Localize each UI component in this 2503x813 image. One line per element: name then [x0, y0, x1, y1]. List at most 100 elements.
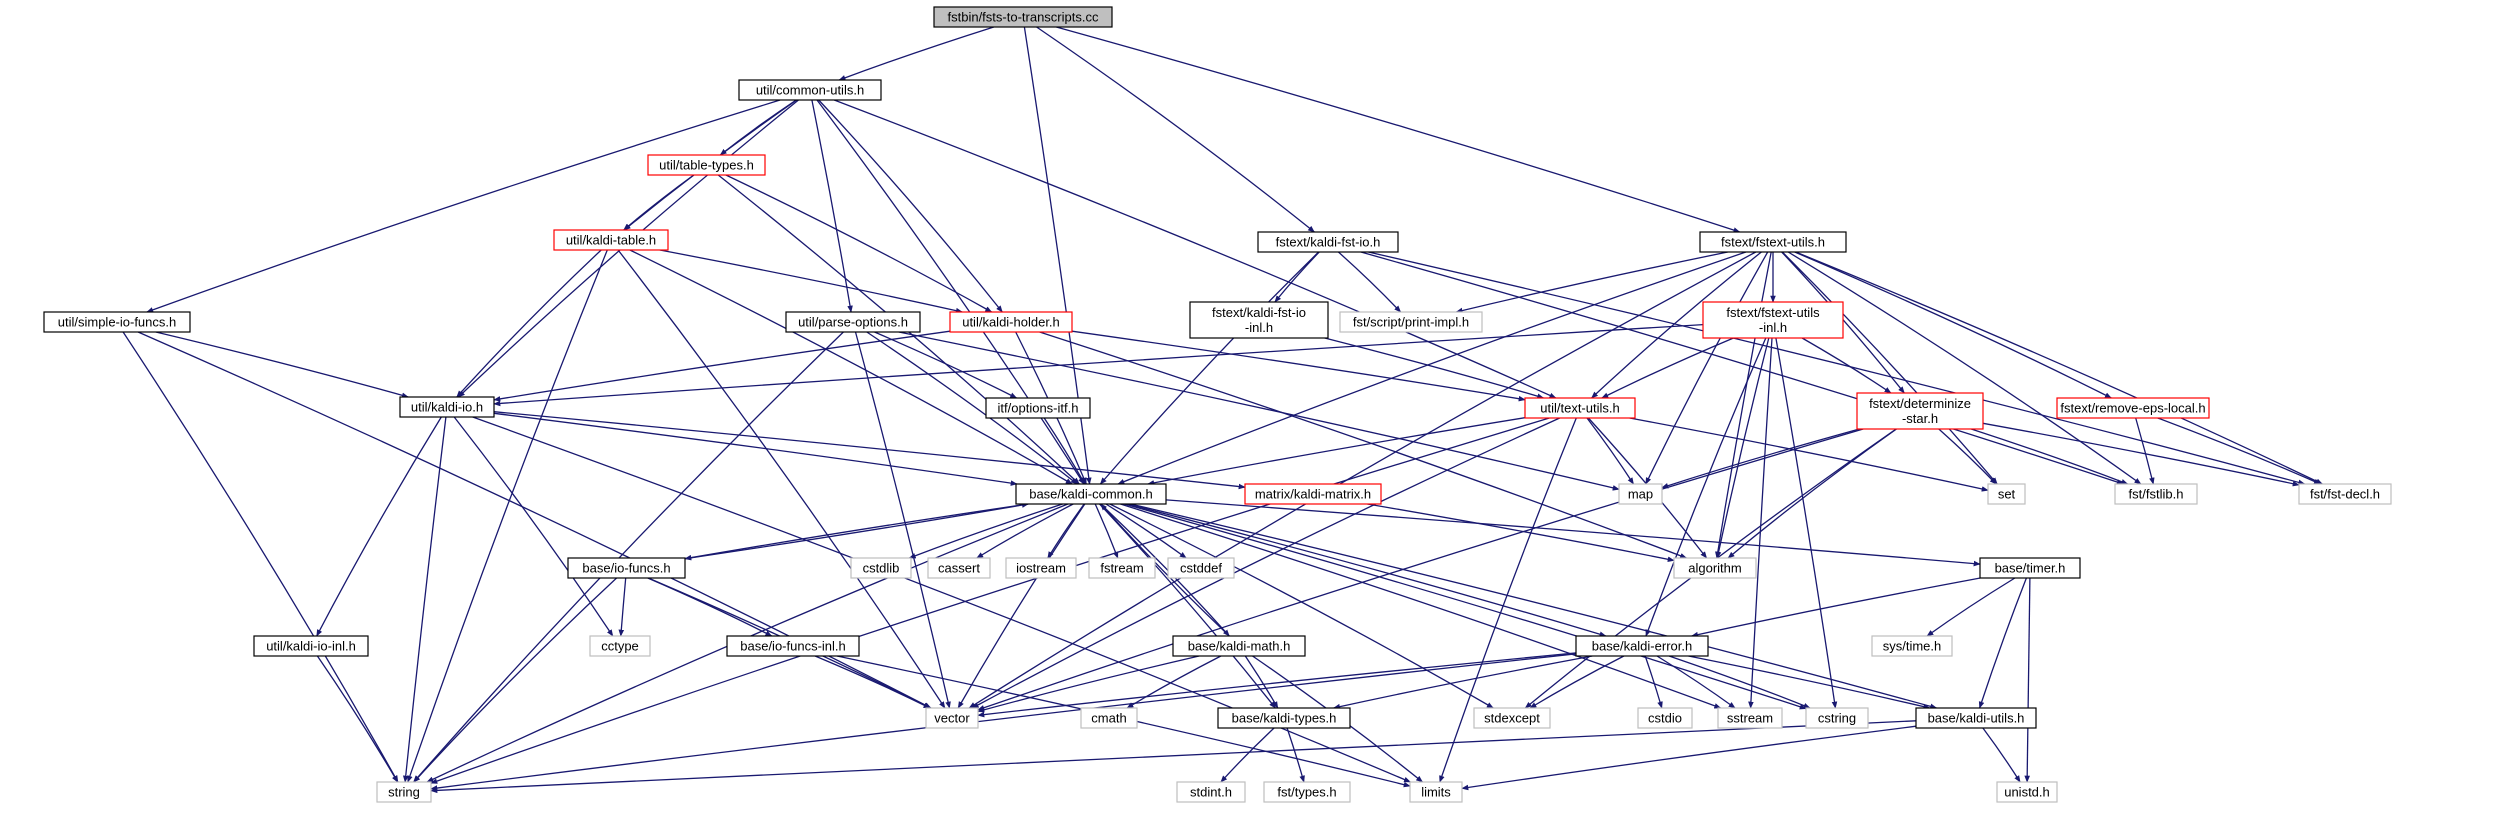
node-label: cctype — [601, 639, 639, 654]
node-box — [1618, 483, 1663, 505]
edge-kaldi-common-to-kaldi-error — [1127, 503, 1607, 637]
edge-timer-to-systime — [1926, 577, 2016, 637]
node-table-types[interactable]: util/table-types.h — [647, 154, 766, 176]
node-parse-options[interactable]: util/parse-options.h — [785, 311, 921, 333]
node-kaldi-common[interactable]: base/kaldi-common.h — [1015, 483, 1167, 505]
node-remove-eps-local[interactable]: fstext/remove-eps-local.h — [2056, 397, 2210, 419]
edge-kaldi-fst-io-inl-to-text-utils — [1324, 337, 1545, 399]
node-vector: vector — [925, 707, 979, 729]
edge-kaldi-fst-io-to-kaldi-common — [1099, 251, 1320, 485]
node-label: util/parse-options.h — [798, 315, 908, 330]
node-kaldi-types[interactable]: base/kaldi-types.h — [1217, 707, 1351, 729]
node-box — [1979, 557, 2081, 579]
node-box — [1263, 781, 1351, 803]
node-label: stdexcept — [1484, 711, 1540, 726]
edge-kaldi-table-to-kaldi-holder — [659, 249, 963, 314]
node-box — [1702, 301, 1844, 339]
node-label: fstream — [1100, 561, 1143, 576]
edge-common-utils-to-text-utils — [833, 99, 1557, 399]
node-label: fstext/fstext-utils.h — [1721, 235, 1825, 250]
node-kaldi-io-inl[interactable]: util/kaldi-io-inl.h — [253, 635, 369, 657]
node-label: base/io-funcs.h — [582, 561, 670, 576]
node-kaldi-table[interactable]: util/kaldi-table.h — [553, 229, 669, 251]
edge-kaldi-error-to-sstream — [1656, 655, 1736, 709]
node-common-utils[interactable]: util/common-utils.h — [738, 79, 882, 101]
edge-root-to-kaldi-fst-io — [1036, 26, 1315, 233]
node-box — [1217, 707, 1351, 729]
node-label: fst/fstlib.h — [2129, 487, 2184, 502]
node-options-itf[interactable]: itf/options-itf.h — [985, 397, 1091, 419]
node-label: base/kaldi-utils.h — [1928, 711, 2025, 726]
edge-common-utils-to-simple-io-funcs — [146, 99, 781, 313]
node-box — [2114, 483, 2198, 505]
node-set: set — [1987, 483, 2026, 505]
edge-fstext-utils-to-map — [1645, 251, 1769, 485]
node-label: algorithm — [1688, 561, 1741, 576]
node-systime: sys/time.h — [1871, 635, 1953, 657]
edge-fstext-utils-inl-to-determinize-star — [1801, 337, 1892, 394]
node-label: util/kaldi-io-inl.h — [266, 639, 356, 654]
node-kaldi-fst-io-inl[interactable]: fstext/kaldi-fst-io-inl.h — [1189, 301, 1329, 339]
node-map: map — [1618, 483, 1663, 505]
node-kaldi-holder[interactable]: util/kaldi-holder.h — [949, 311, 1073, 333]
node-kaldi-math[interactable]: base/kaldi-math.h — [1172, 635, 1306, 657]
node-text-utils[interactable]: util/text-utils.h — [1524, 397, 1636, 419]
edge-io-funcs-to-kaldi-common — [684, 502, 1029, 560]
edge-kaldi-types-to-fst-types — [1286, 727, 1305, 783]
edge-fstext-utils-inl-to-algorithm — [1715, 337, 1770, 559]
node-cassert: cassert — [927, 557, 991, 579]
node-determinize-star[interactable]: fstext/determinize-star.h — [1856, 392, 1984, 430]
edge-options-itf-to-kaldi-common — [1043, 417, 1086, 485]
node-box — [553, 229, 669, 251]
edge-fstext-utils-inl-to-kaldi-io — [493, 323, 1704, 407]
node-simple-io-funcs[interactable]: util/simple-io-funcs.h — [43, 311, 191, 333]
edge-determinize-star-to-fst-decl — [1982, 422, 2300, 487]
node-sstream: sstream — [1717, 707, 1783, 729]
node-box — [850, 557, 912, 579]
node-box — [2298, 483, 2392, 505]
node-kaldi-error[interactable]: base/kaldi-error.h — [1575, 635, 1709, 657]
node-kaldi-utils[interactable]: base/kaldi-utils.h — [1915, 707, 2037, 729]
node-box — [1244, 483, 1382, 505]
edge-kaldi-error-to-kaldi-types — [1333, 655, 1593, 710]
node-kaldi-fst-io[interactable]: fstext/kaldi-fst-io.h — [1257, 231, 1399, 253]
edge-kaldi-error-to-cstring — [1668, 655, 1811, 709]
node-io-funcs-inl[interactable]: base/io-funcs-inl.h — [726, 635, 860, 657]
node-label: cassert — [938, 561, 980, 576]
edge-fstext-utils-to-kaldi-common — [1117, 251, 1747, 485]
node-box — [399, 396, 495, 418]
node-fstext-utils[interactable]: fstext/fstext-utils.h — [1699, 231, 1847, 253]
node-label: base/kaldi-types.h — [1232, 711, 1337, 726]
edge-kaldi-error-to-string — [430, 653, 1577, 791]
edge-fstext-utils-to-remove-eps-local — [1794, 251, 2112, 399]
edge-fstext-utils-to-print-impl — [1455, 251, 1728, 314]
node-root[interactable]: fstbin/fsts-to-transcripts.cc — [933, 6, 1113, 28]
node-label: string — [388, 785, 420, 800]
node-label: matrix/kaldi-matrix.h — [1255, 487, 1371, 502]
node-fstext-utils-inl[interactable]: fstext/fstext-utils-inl.h — [1702, 301, 1844, 339]
edge-kaldi-common-to-sstream — [1120, 503, 1722, 709]
edge-kaldi-fst-io-to-print-impl — [1337, 251, 1402, 313]
edge-root-to-common-utils — [838, 26, 994, 81]
node-io-funcs[interactable]: base/io-funcs.h — [567, 557, 686, 579]
node-kaldi-io[interactable]: util/kaldi-io.h — [399, 396, 495, 418]
node-stdint: stdint.h — [1176, 781, 1246, 803]
edge-kaldi-io-to-kaldi-common — [493, 412, 1018, 486]
node-label: base/kaldi-error.h — [1592, 639, 1692, 654]
edge-text-utils-to-kaldi-common — [1147, 417, 1526, 486]
node-kaldi-matrix[interactable]: matrix/kaldi-matrix.h — [1244, 483, 1382, 505]
node-label: cmath — [1091, 711, 1126, 726]
edge-common-utils-to-parse-options — [811, 99, 853, 313]
edge-kaldi-io-to-kaldi-matrix — [493, 411, 1246, 490]
edge-kaldi-common-to-cstring — [1124, 503, 1807, 710]
node-label: util/kaldi-table.h — [566, 233, 656, 248]
edge-text-utils-to-limits — [1439, 417, 1577, 783]
edge-kaldi-fst-io-to-kaldi-fst-io-inl — [1274, 251, 1320, 303]
node-label: fstbin/fsts-to-transcripts.cc — [948, 10, 1099, 25]
edge-parse-options-to-vector — [854, 331, 951, 709]
dependency-edges — [122, 26, 2323, 794]
edge-timer-to-unistd — [2024, 577, 2031, 783]
node-label: fst/types.h — [1277, 785, 1336, 800]
node-timer[interactable]: base/timer.h — [1979, 557, 2081, 579]
edge-remove-eps-local-to-fstlib — [2135, 417, 2155, 485]
